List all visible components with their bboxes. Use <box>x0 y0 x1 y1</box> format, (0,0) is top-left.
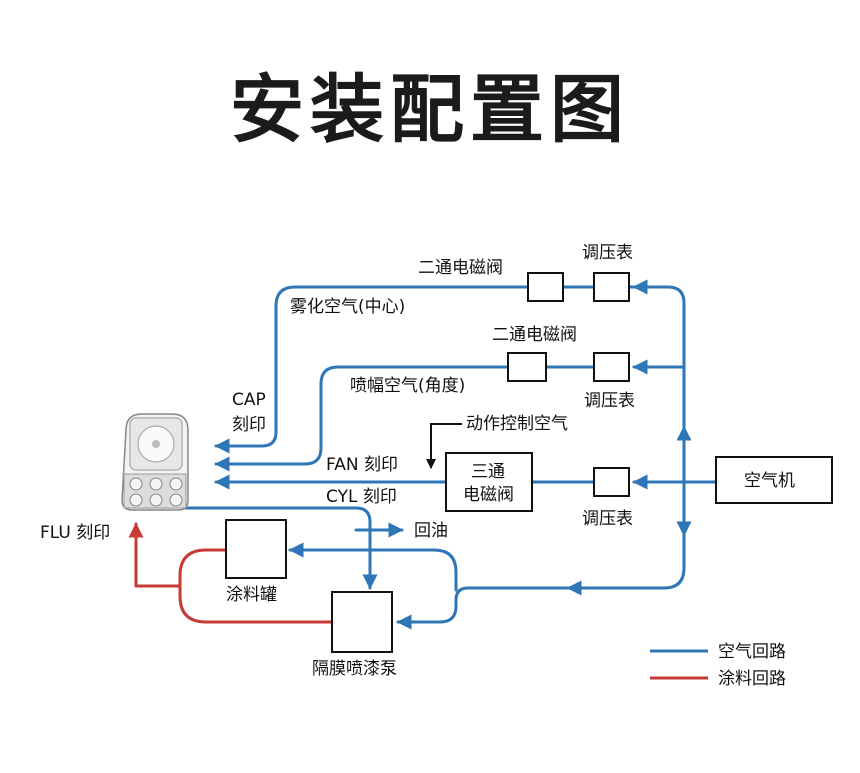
regulator-mid-box <box>593 352 630 382</box>
paint-tank-box <box>225 519 287 579</box>
label-fan-port: FAN 刻印 <box>326 455 398 475</box>
label-regulator-mid: 调压表 <box>584 391 635 411</box>
label-fan-air: 喷幅空气(角度) <box>350 376 465 396</box>
regulator-bottom-box <box>593 467 630 497</box>
label-cyl-port: CYL 刻印 <box>326 487 397 507</box>
label-cap-port-line1: CAP <box>232 390 266 410</box>
action-control-arrow <box>426 423 462 469</box>
label-flu-port: FLU 刻印 <box>40 523 110 543</box>
label-three-way-line1: 三通 <box>471 462 505 482</box>
diaphragm-pump-box <box>331 591 393 653</box>
label-solenoid-two-way-mid: 二通电磁阀 <box>492 325 577 345</box>
label-oil-return: 回油 <box>414 521 448 541</box>
legend-paint-label: 涂料回路 <box>718 669 786 689</box>
label-atomizing-air: 雾化空气(中心) <box>290 297 405 317</box>
label-regulator-bottom: 调压表 <box>582 509 633 529</box>
air-main-riser <box>576 285 686 590</box>
label-paint-tank: 涂料罐 <box>226 585 277 605</box>
label-diaphragm-pump: 隔膜喷漆泵 <box>312 659 397 679</box>
air-loop-to-tank <box>288 542 458 592</box>
legend-air-label: 空气回路 <box>718 642 786 662</box>
air-fan-line <box>214 365 510 472</box>
label-air-compressor: 空气机 <box>744 471 795 491</box>
paint-to-gun-line <box>128 522 182 588</box>
label-three-way-line2: 电磁阀 <box>463 485 514 505</box>
label-regulator-top: 调压表 <box>582 243 633 263</box>
air-loop-to-pump <box>396 586 580 630</box>
regulator-top-box <box>593 272 630 302</box>
solenoid-two-way-mid-box <box>507 352 547 382</box>
air-cap-line <box>214 285 530 454</box>
legend: 空气回路 涂料回路 <box>650 642 786 689</box>
three-way-solenoid-box <box>445 452 533 512</box>
label-solenoid-two-way-top: 二通电磁阀 <box>418 258 503 278</box>
page-title: 安装配置图 <box>230 67 630 153</box>
label-action-control-air: 动作控制空气 <box>466 414 568 434</box>
label-cap-port-line2: 刻印 <box>232 415 266 435</box>
air-compressor-box <box>715 456 833 504</box>
solenoid-two-way-top-box <box>527 272 564 302</box>
air-gun-to-pump <box>173 506 378 590</box>
spray-gun-icon <box>121 413 189 511</box>
